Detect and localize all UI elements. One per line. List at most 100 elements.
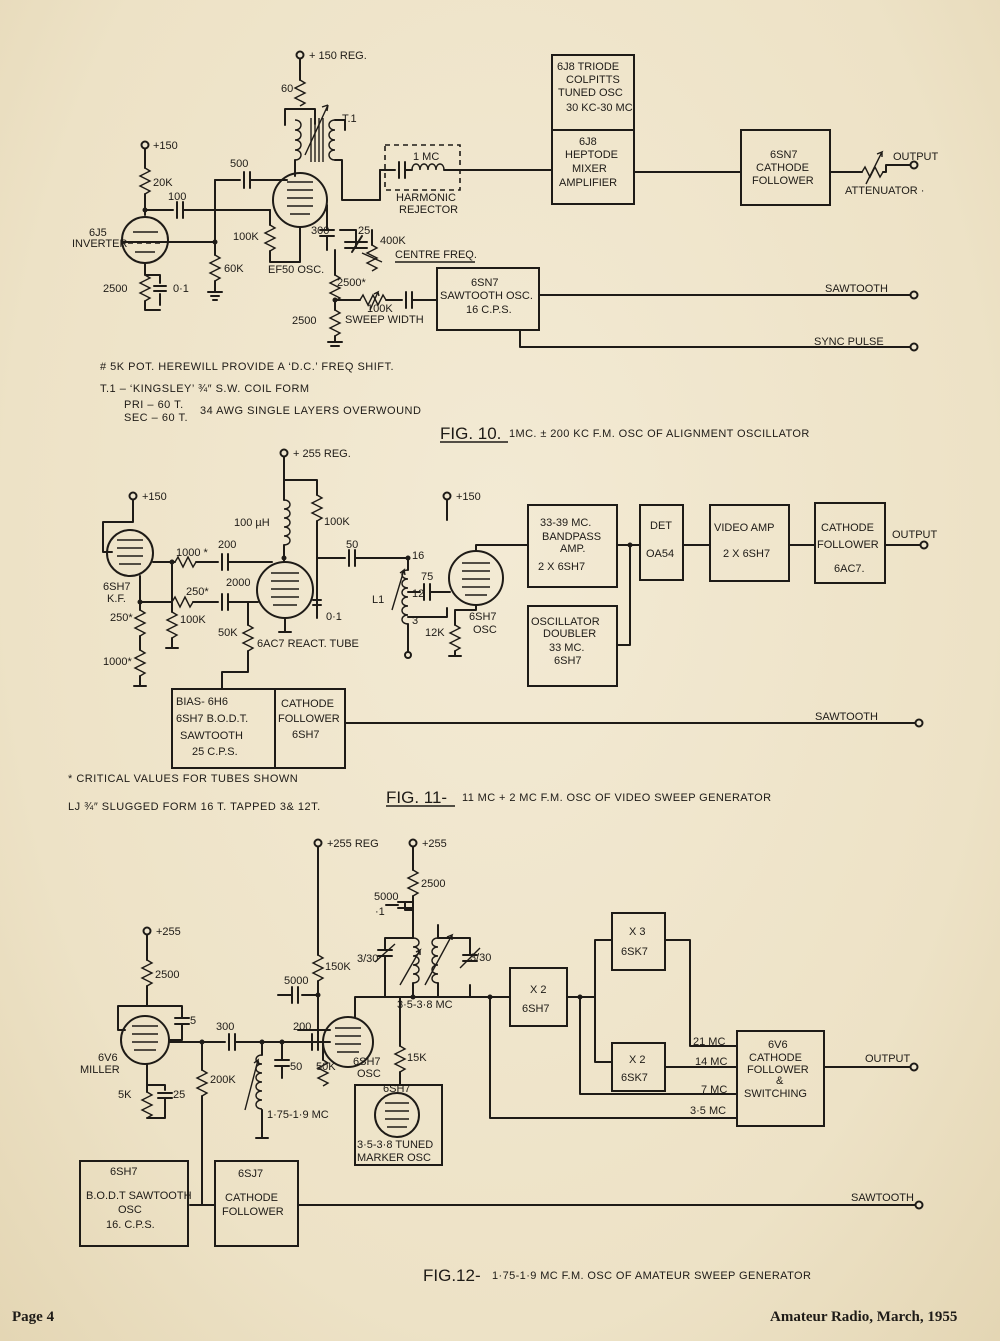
- svg-text:EF50 OSC.: EF50 OSC.: [268, 264, 324, 276]
- svg-text:FOLLOWER: FOLLOWER: [278, 713, 340, 725]
- fig10-alignment-oscillator: + 150 REG. 60 T.1 500 +150 20K 100 6J5 I…: [72, 50, 939, 443]
- svg-text:SWEEP WIDTH: SWEEP WIDTH: [345, 314, 424, 326]
- 6sh7-osc-tube-icon: [448, 550, 504, 606]
- box-6sh7-bodt-sawtooth: [79, 1160, 189, 1247]
- svg-text:INVERTER: INVERTER: [72, 238, 127, 250]
- l1-coil-icon: [401, 569, 409, 625]
- svg-text:SYNC PULSE: SYNC PULSE: [814, 336, 884, 348]
- svg-text:34 AWG SINGLE LAYERS OVERW: 34 AWG SINGLE LAYERS OVERWOUND: [200, 405, 421, 417]
- svg-text:X 2: X 2: [629, 1054, 646, 1066]
- svg-text:6J8: 6J8: [579, 136, 597, 148]
- svg-text:6SH7: 6SH7: [110, 1166, 138, 1178]
- page-number: Page 4: [12, 1309, 55, 1325]
- svg-text:CATHODE: CATHODE: [821, 522, 874, 534]
- svg-text:5K: 5K: [118, 1089, 132, 1101]
- svg-text:BIAS- 6H6: BIAS- 6H6: [176, 696, 228, 708]
- svg-text:MARKER OSC: MARKER OSC: [357, 1152, 431, 1164]
- svg-text:&: &: [776, 1075, 784, 1087]
- marker-osc-box: [354, 1084, 443, 1166]
- fig11-video-sweep-generator: + 255 REG. 100 µH 100K 50 0·1 6AC7 REACT…: [68, 448, 938, 813]
- svg-text:FOLLOWER: FOLLOWER: [222, 1206, 284, 1218]
- svg-text:X 2: X 2: [530, 984, 547, 996]
- svg-text:6V6: 6V6: [768, 1039, 788, 1051]
- fig11-caption-label: FIG. 11-: [386, 788, 447, 807]
- svg-text:MILLER: MILLER: [80, 1064, 120, 1076]
- svg-text:DOUBLER: DOUBLER: [543, 628, 596, 640]
- svg-text:200K: 200K: [210, 1074, 236, 1086]
- svg-text:REJECTOR: REJECTOR: [399, 204, 458, 216]
- svg-text:6SH7: 6SH7: [103, 581, 131, 593]
- svg-text:CENTRE FREQ.: CENTRE FREQ.: [395, 249, 477, 261]
- svg-text:100 µH: 100 µH: [234, 517, 270, 529]
- svg-text:6AC7 REACT. TUBE: 6AC7 REACT. TUBE: [257, 638, 359, 650]
- svg-text:OSC: OSC: [118, 1204, 142, 1216]
- fig12-primary-coil: [412, 937, 420, 984]
- svg-text:SAWTOOTH: SAWTOOTH: [851, 1192, 914, 1204]
- svg-text:60: 60: [281, 83, 293, 95]
- svg-text:250*: 250*: [110, 612, 133, 624]
- svg-text:100K: 100K: [367, 303, 393, 315]
- svg-text:CATHODE: CATHODE: [281, 698, 334, 710]
- svg-text:AMP.: AMP.: [560, 543, 585, 555]
- svg-text:6SH7: 6SH7: [383, 1083, 411, 1095]
- svg-text:FOLLOWER: FOLLOWER: [747, 1064, 809, 1076]
- svg-text:FOLLOWER: FOLLOWER: [752, 175, 814, 187]
- svg-text:SWITCHING: SWITCHING: [744, 1088, 807, 1100]
- svg-text:L1: L1: [372, 594, 384, 606]
- box-cathode-follower-6ac7: [814, 502, 886, 584]
- svg-text:6AC7.: 6AC7.: [834, 563, 865, 575]
- svg-text:COLPITTS: COLPITTS: [566, 74, 620, 86]
- svg-text:6V6: 6V6: [98, 1052, 118, 1064]
- svg-text:3·5-3·8 MC: 3·5-3·8 MC: [397, 999, 453, 1011]
- 1mc-coil-icon: [411, 163, 445, 171]
- svg-text:25: 25: [358, 225, 370, 237]
- svg-text:PRI – 60 T.: PRI – 60 T.: [124, 399, 184, 411]
- svg-text:HARMONIC: HARMONIC: [396, 192, 456, 204]
- svg-text:2500: 2500: [103, 283, 127, 295]
- svg-text:6SN7: 6SN7: [770, 149, 798, 161]
- fig10-caption-label: FIG. 10.: [440, 424, 501, 443]
- svg-text:LJ ¾″ SLUGGED FORM 16 T.: LJ ¾″ SLUGGED FORM 16 T. TAPPED 3& 12T.: [68, 801, 321, 813]
- svg-text:MIXER: MIXER: [572, 163, 607, 175]
- svg-text:25: 25: [173, 1089, 185, 1101]
- svg-text:3: 3: [412, 615, 418, 627]
- svg-text:BANDPASS: BANDPASS: [542, 531, 601, 543]
- svg-text:OSCILLATOR: OSCILLATOR: [531, 616, 600, 628]
- svg-text:30 KC-30 MC: 30 KC-30 MC: [566, 102, 633, 114]
- svg-text:400K: 400K: [380, 235, 406, 247]
- svg-text:+ 255 REG.: + 255 REG.: [293, 448, 351, 460]
- t1-secondary-coil: [328, 119, 336, 161]
- svg-text:+150: +150: [142, 491, 167, 503]
- svg-text:12K: 12K: [425, 627, 445, 639]
- svg-text:2000: 2000: [226, 577, 250, 589]
- svg-text:3/30: 3/30: [470, 952, 491, 964]
- svg-text:SAWTOOTH: SAWTOOTH: [825, 283, 888, 295]
- svg-text:VIDEO AMP: VIDEO AMP: [714, 522, 775, 534]
- resistor-20k: [138, 167, 152, 195]
- svg-text:·1: ·1: [375, 906, 385, 918]
- svg-text:6SH7: 6SH7: [522, 1003, 550, 1015]
- svg-text:100K: 100K: [233, 231, 259, 243]
- journal-credit: Amateur Radio, March, 1955: [770, 1309, 957, 1325]
- svg-text:200: 200: [293, 1021, 311, 1033]
- svg-text:2 X 6SH7: 2 X 6SH7: [538, 561, 585, 573]
- svg-text:SEC – 60 T.: SEC – 60 T.: [124, 412, 188, 424]
- svg-text:CATHODE: CATHODE: [749, 1052, 802, 1064]
- svg-text:SAWTOOTH: SAWTOOTH: [180, 730, 243, 742]
- svg-text:50: 50: [346, 539, 358, 551]
- svg-text:6SH7 B.O.D.T.: 6SH7 B.O.D.T.: [176, 713, 248, 725]
- ef50-tube-icon: [272, 172, 328, 228]
- box-x2-6sh7: [509, 967, 568, 1027]
- svg-text:2 X 6SH7: 2 X 6SH7: [723, 548, 770, 560]
- fig12-secondary-coil: [431, 937, 439, 984]
- box-6j8-heptode-mixer: [551, 129, 635, 205]
- svg-text:+150: +150: [153, 140, 178, 152]
- svg-text:2500: 2500: [421, 878, 445, 890]
- svg-text:6J8 TRIODE: 6J8 TRIODE: [557, 61, 619, 73]
- 175mc-coil-icon: [255, 1054, 263, 1110]
- svg-text:3/30: 3/30: [357, 953, 378, 965]
- svg-text:* CRITICAL VALUES FOR TUBE: * CRITICAL VALUES FOR TUBES SHOWN: [68, 773, 298, 785]
- svg-text:+150: +150: [456, 491, 481, 503]
- box-cathode-follower-6sh7: [274, 688, 346, 769]
